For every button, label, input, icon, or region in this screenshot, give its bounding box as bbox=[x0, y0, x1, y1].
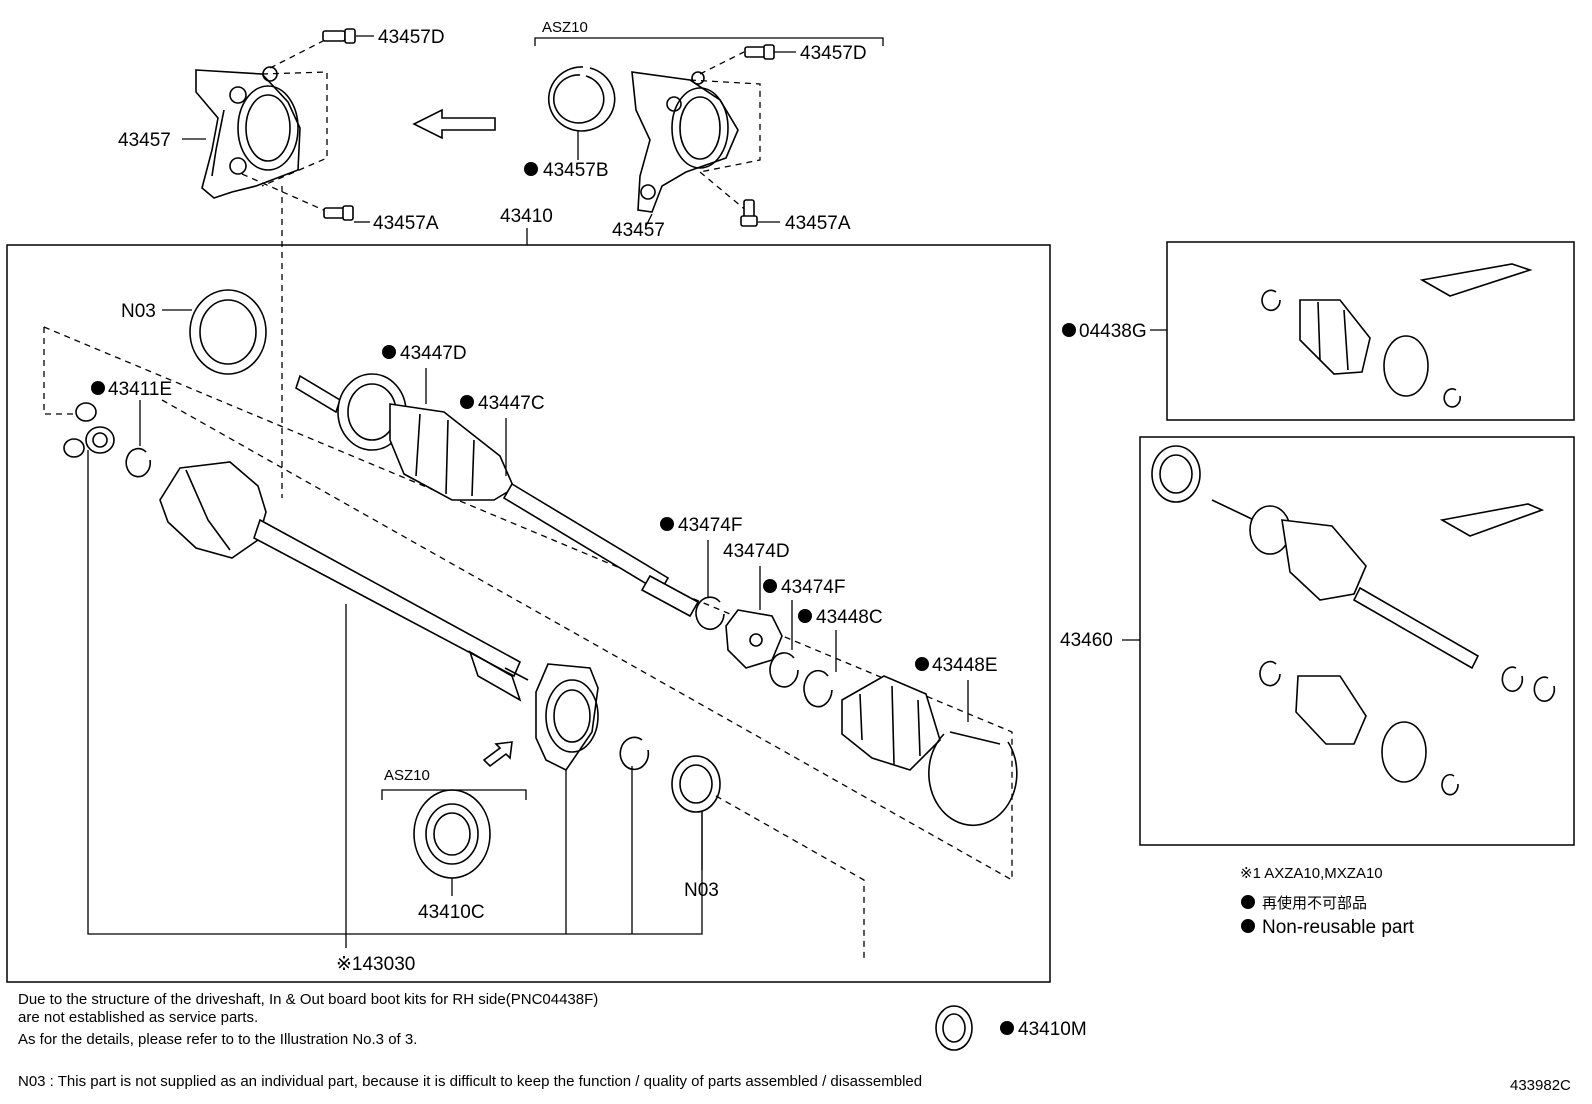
snap-ring-center-icon bbox=[619, 736, 650, 771]
note-n03: N03 : This part is not supplied as an in… bbox=[18, 1073, 922, 1090]
snap-ring-small-icon bbox=[125, 447, 152, 478]
label-n03-bottom[interactable]: N03 bbox=[684, 880, 719, 901]
label-43457A-left[interactable]: 43457A bbox=[373, 213, 439, 234]
small-arrow-icon bbox=[482, 741, 513, 768]
bolt-43457D-left-icon bbox=[322, 28, 356, 44]
boot-kit-contents bbox=[1261, 263, 1533, 408]
label-43474F-a[interactable]: 43474F bbox=[678, 515, 742, 536]
label-43457-left[interactable]: 43457 bbox=[118, 130, 171, 151]
bolt-43457A-right-icon bbox=[740, 199, 758, 227]
label-43460[interactable]: 43460 bbox=[1060, 630, 1113, 651]
label-43410[interactable]: 43410 bbox=[500, 206, 553, 227]
main-assembly-box bbox=[6, 244, 1051, 983]
label-43410M[interactable]: 43410M bbox=[1018, 1019, 1087, 1040]
bearing-bracket-right bbox=[631, 71, 739, 213]
label-43447D[interactable]: 43447D bbox=[400, 343, 467, 364]
boot-43448E-icon bbox=[841, 675, 941, 771]
label-43457D-left[interactable]: 43457D bbox=[378, 27, 445, 48]
label-asz10-bottom: ASZ10 bbox=[384, 767, 430, 784]
label-43411E[interactable]: 43411E bbox=[108, 379, 172, 400]
center-bearing-bracket bbox=[535, 663, 599, 772]
label-04438G[interactable]: 04438G bbox=[1079, 321, 1147, 342]
oil-seal-n03-bottom-icon bbox=[671, 755, 721, 813]
outboard-shaft bbox=[502, 482, 670, 594]
shaft-assembly-box bbox=[1139, 436, 1575, 846]
bolt-43457A-left-icon bbox=[323, 205, 354, 221]
label-asz10-top: ASZ10 bbox=[542, 19, 588, 36]
note-line-2: are not established as service parts. bbox=[18, 1009, 258, 1026]
label-43474D[interactable]: 43474D bbox=[723, 541, 790, 562]
label-43474F-b[interactable]: 43474F bbox=[781, 577, 845, 598]
bearing-bracket-left bbox=[195, 66, 301, 199]
label-43448E[interactable]: 43448E bbox=[932, 655, 998, 676]
label-43457A-right[interactable]: 43457A bbox=[785, 213, 851, 234]
label-43030[interactable]: ※143030 bbox=[336, 954, 415, 975]
label-43410C[interactable]: 43410C bbox=[418, 902, 485, 923]
label-43457-right[interactable]: 43457 bbox=[612, 220, 665, 241]
diagram-id: 433982C bbox=[1510, 1077, 1571, 1094]
direction-arrow-icon bbox=[412, 108, 496, 140]
shaft-assembly-43460 bbox=[1151, 445, 1556, 796]
outboard-boot-43447C bbox=[389, 403, 516, 501]
label-n03-top[interactable]: N03 bbox=[121, 301, 156, 322]
note-line-3: As for the details, please refer to to t… bbox=[18, 1031, 417, 1048]
legend-applicability: ※1 AXZA10,MXZA10 bbox=[1240, 865, 1383, 882]
boot-band-43448E-icon bbox=[928, 731, 1018, 827]
clamp-43474F-b-icon bbox=[769, 652, 799, 688]
outboard-joint-43447D bbox=[295, 373, 407, 451]
legend-non-reusable-jp: 再使用不可部品 bbox=[1262, 895, 1367, 912]
label-43457D-right[interactable]: 43457D bbox=[800, 43, 867, 64]
note-line-1: Due to the structure of the driveshaft, … bbox=[18, 991, 598, 1008]
label-43447C[interactable]: 43447C bbox=[478, 393, 545, 414]
boot-kit-box bbox=[1166, 241, 1575, 421]
bearing-43410C-icon bbox=[413, 789, 491, 879]
oil-seal-n03-top-icon bbox=[189, 289, 267, 375]
tripod-joint-43411E-icon bbox=[63, 402, 115, 458]
legend-non-reusable-en: Non-reusable part bbox=[1262, 917, 1415, 938]
inboard-joint-housing bbox=[159, 461, 267, 559]
clamp-43448C-icon bbox=[803, 669, 833, 708]
inboard-shaft bbox=[253, 518, 522, 678]
label-43457B[interactable]: 43457B bbox=[543, 160, 609, 181]
clamp-43474F-a-icon bbox=[695, 596, 725, 630]
bolt-43457D-right-icon bbox=[744, 44, 775, 60]
label-43448C[interactable]: 43448C bbox=[816, 607, 883, 628]
seal-43410M-icon bbox=[935, 1005, 973, 1051]
snap-ring-43457B-icon bbox=[547, 66, 616, 132]
damper-43474D-icon bbox=[725, 609, 783, 669]
